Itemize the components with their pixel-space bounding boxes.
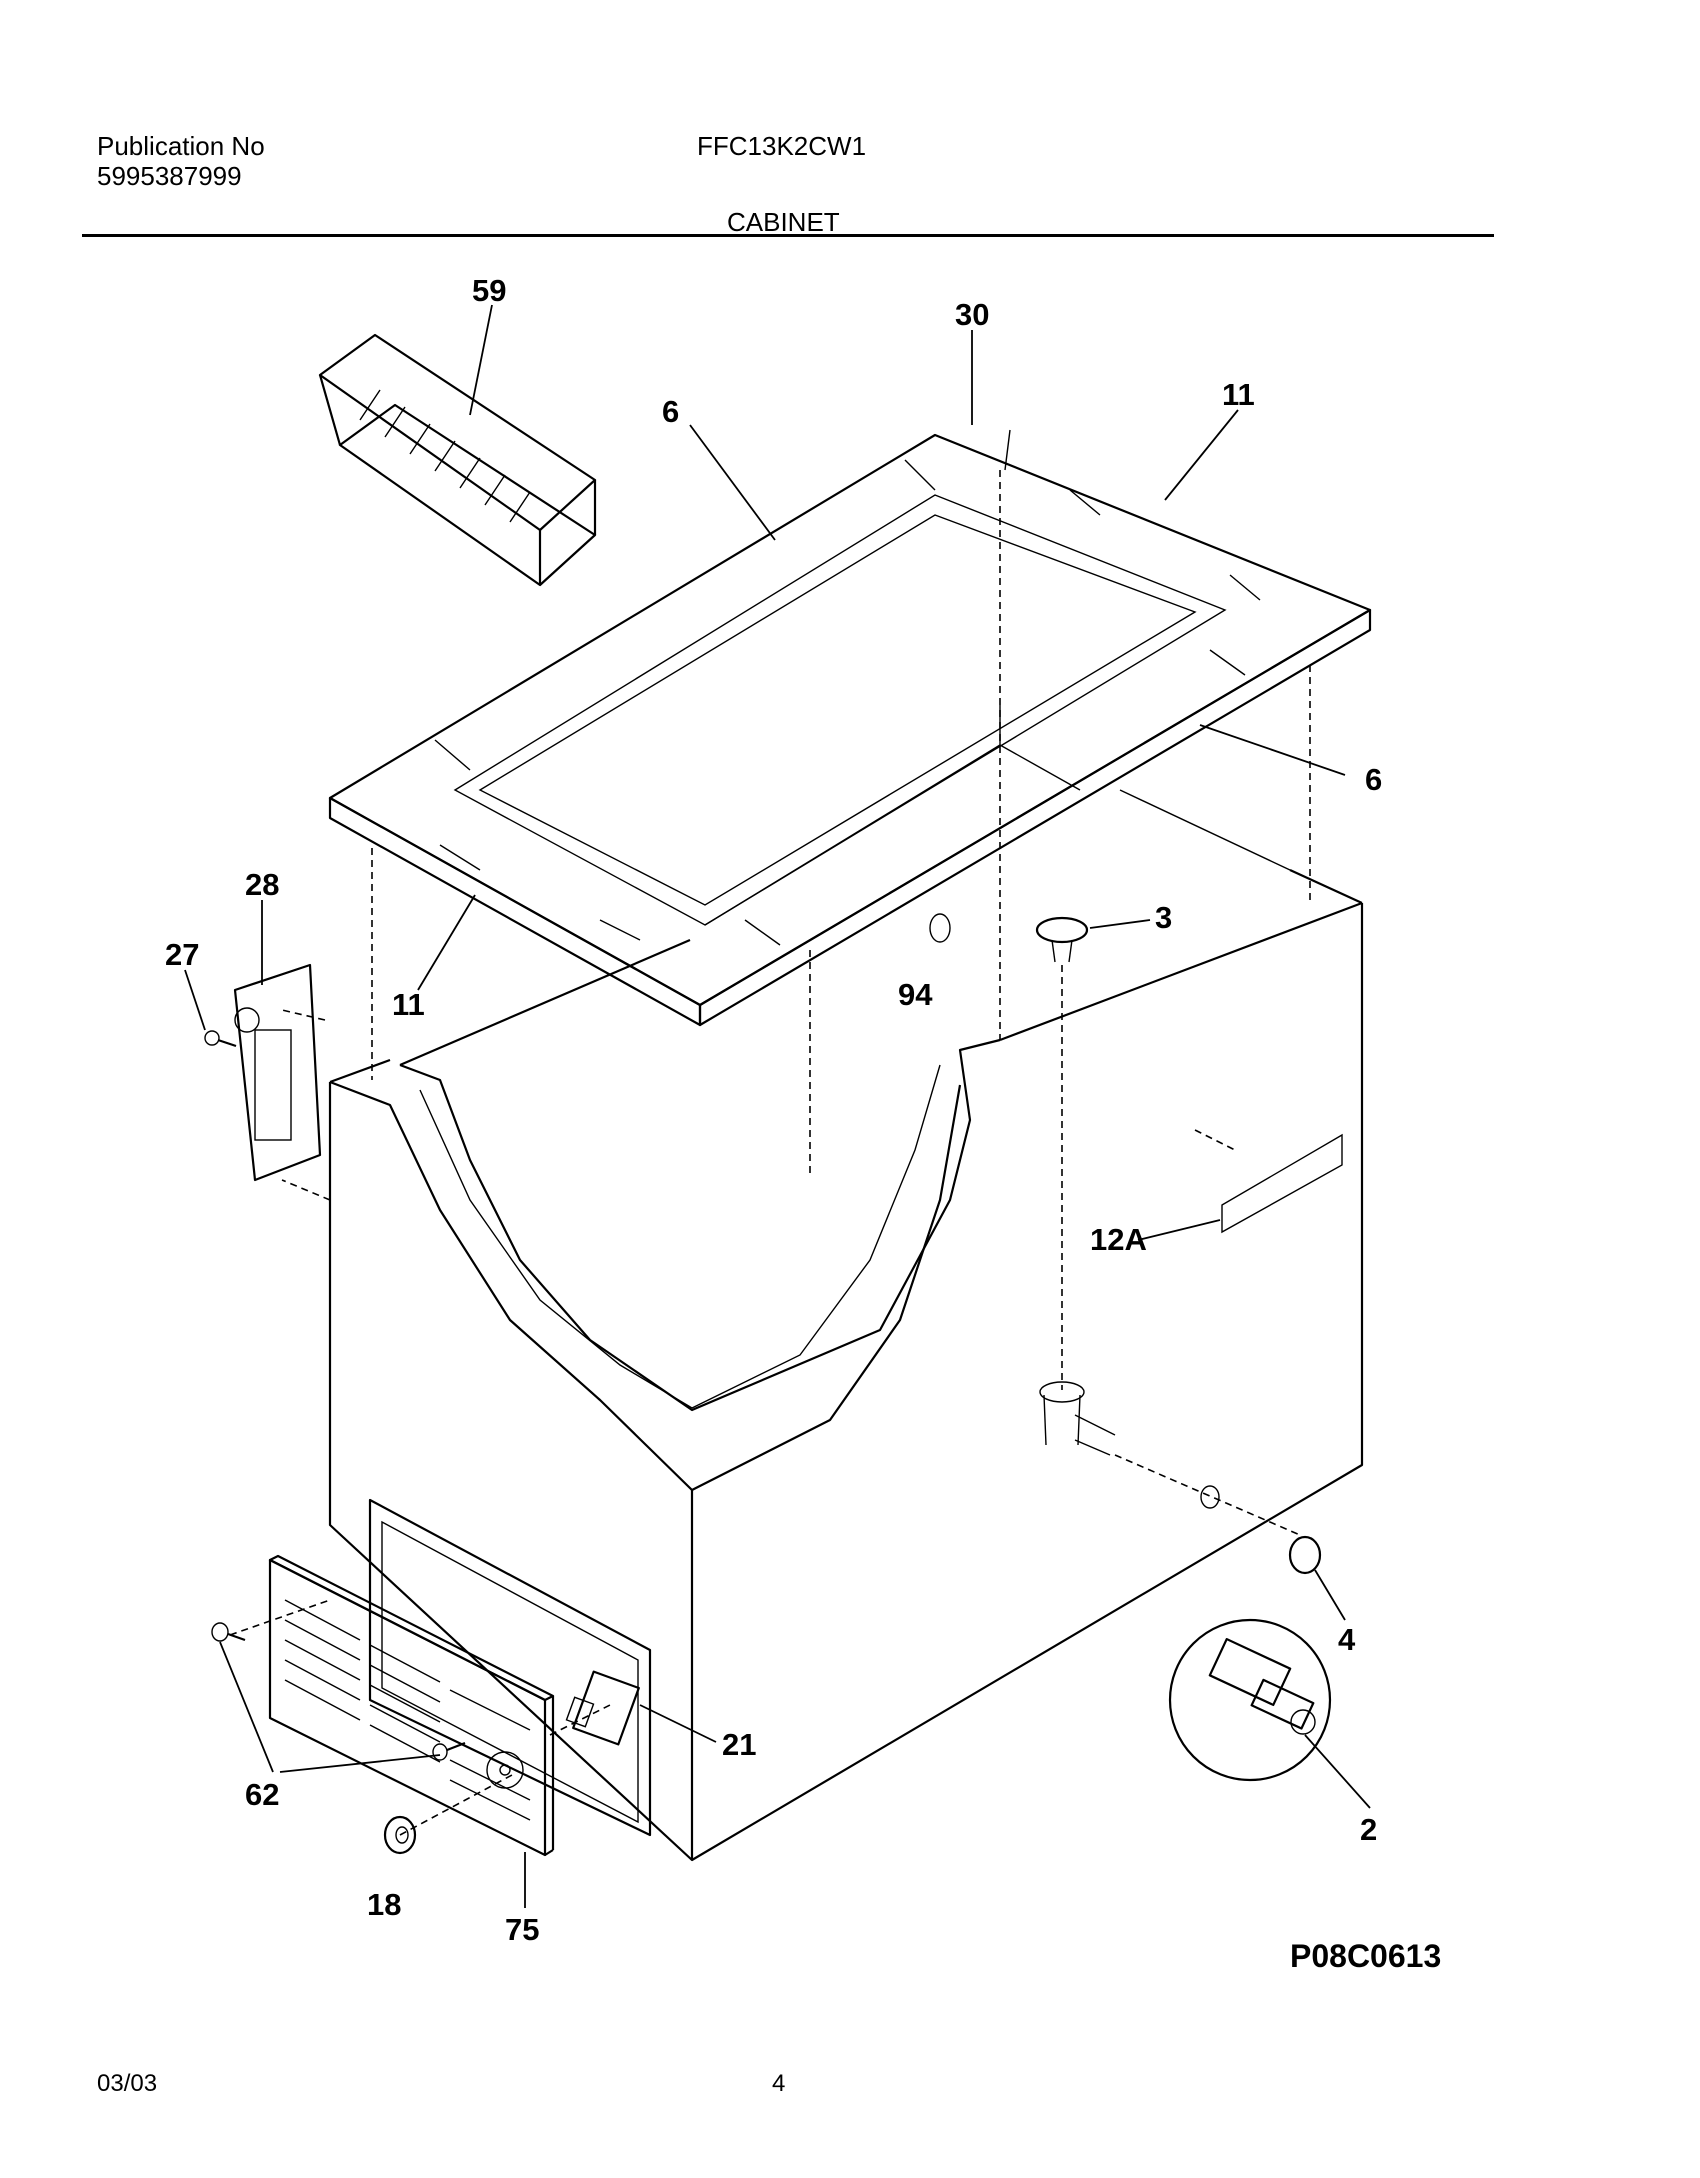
toe-grille [268, 1554, 555, 1857]
callout-94: 94 [898, 977, 933, 1012]
drain-fitting-inset [1168, 1618, 1332, 1782]
callout-30: 30 [955, 297, 989, 332]
callout-2: 2 [1360, 1812, 1377, 1847]
drain-tube [1039, 1381, 1220, 1509]
callout-18: 18 [367, 1887, 401, 1922]
callout-12a: 12A [1090, 1222, 1147, 1257]
grille-screws [211, 1622, 466, 1761]
hinge-bracket [233, 963, 322, 1182]
callout-59: 59 [472, 273, 506, 308]
callout-62: 62 [245, 1777, 279, 1812]
callout-labels: 59 30 6 11 6 11 28 27 94 3 12A 4 2 21 62… [165, 273, 1382, 1947]
callout-3: 3 [1155, 900, 1172, 935]
figure-id: P08C0613 [1290, 1938, 1441, 1974]
drain-washer [1288, 1535, 1322, 1575]
publication-number: 5995387999 [97, 161, 242, 191]
cabinet-body [328, 789, 1364, 1862]
grille-grommet [383, 1815, 417, 1855]
callout-leaders [184, 304, 1371, 1908]
header-rule [82, 234, 1494, 237]
storage-basket [318, 333, 597, 587]
callout-6-rear: 6 [662, 394, 679, 429]
publication-label: Publication No [97, 131, 265, 161]
footer-date: 03/03 [97, 2070, 158, 2097]
callout-6-front: 6 [1365, 762, 1382, 797]
drain-plug [1035, 916, 1089, 963]
rating-label [1221, 1133, 1343, 1234]
callout-4: 4 [1338, 1622, 1356, 1657]
grille-frame [368, 1498, 652, 1837]
hinge-screw [204, 1030, 237, 1048]
callout-75: 75 [505, 1912, 539, 1947]
door-gasket-frame [328, 429, 1372, 1027]
callout-27: 27 [165, 937, 199, 972]
callout-11-left: 11 [392, 987, 425, 1022]
section-title: CABINET [727, 207, 840, 237]
model-number: FFC13K2CW1 [697, 131, 867, 161]
callout-11-right: 11 [1222, 377, 1255, 412]
callout-28: 28 [245, 867, 279, 902]
callout-21: 21 [722, 1727, 756, 1762]
small-plug [929, 913, 951, 943]
alignment-guides [229, 470, 1311, 1836]
door-switch [565, 1670, 640, 1746]
page-number: 4 [772, 2070, 786, 2097]
